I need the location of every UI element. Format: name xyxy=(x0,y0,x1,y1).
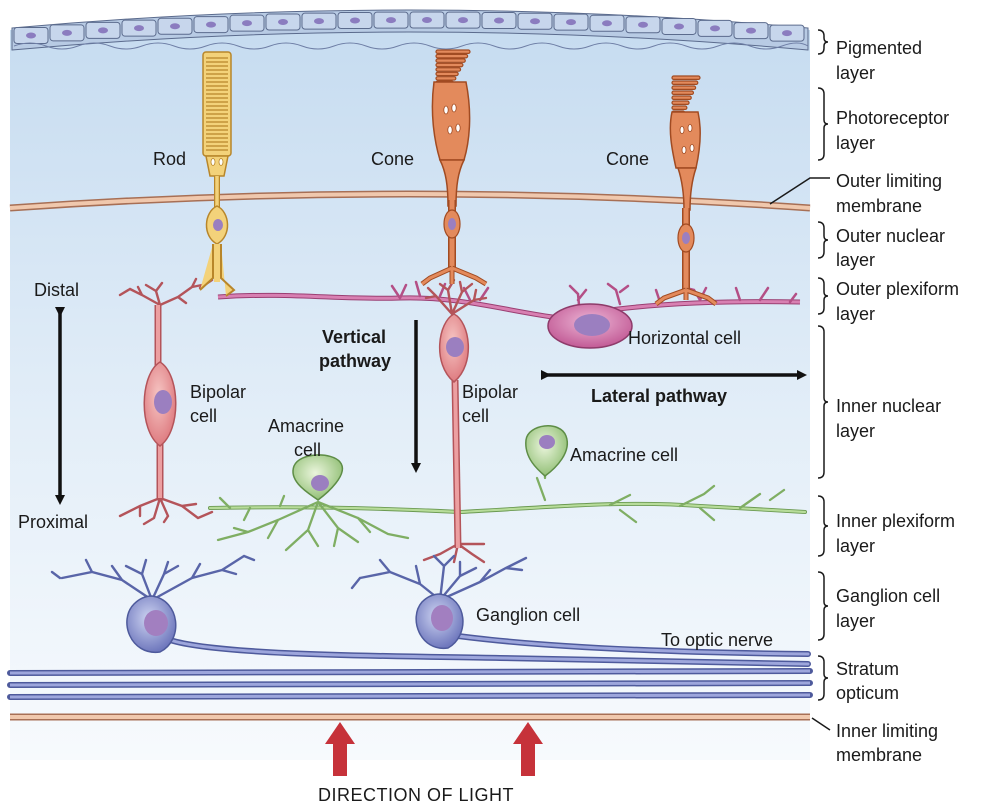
layer-ilm-1: Inner limiting xyxy=(836,721,938,741)
horizontal-cell xyxy=(217,280,801,349)
layer-pigmented-1: Pigmented xyxy=(836,38,922,58)
ganglion-cell-label: Ganglion cell xyxy=(476,605,580,625)
bipolar-cell-center xyxy=(422,278,488,564)
layer-pigmented-2: layer xyxy=(836,63,875,83)
layer-photoreceptor-2: layer xyxy=(836,133,875,153)
amacrine-left-label-1: Amacrine xyxy=(268,416,344,436)
amacrine-processes xyxy=(208,425,807,552)
light-arrows xyxy=(325,722,543,776)
lateral-pathway-label: Lateral pathway xyxy=(591,386,727,406)
direction-of-light-label: DIRECTION OF LIGHT xyxy=(318,785,514,804)
layer-inl-2: layer xyxy=(836,421,875,441)
horizontal-cell-label: Horizontal cell xyxy=(628,328,741,348)
layer-ipl-2: layer xyxy=(836,536,875,556)
layer-gcl-2: layer xyxy=(836,611,875,631)
pigmented-layer xyxy=(11,9,809,51)
bipolar-cell-left xyxy=(118,277,214,526)
rod-label: Rod xyxy=(153,149,186,169)
layer-gcl-1: Ganglion cell xyxy=(836,586,940,606)
layer-ilm-2: membrane xyxy=(836,745,922,765)
proximal-label: Proximal xyxy=(18,512,88,532)
ganglion-cells xyxy=(50,554,811,667)
cone-label-1: Cone xyxy=(371,149,414,169)
layer-braces xyxy=(769,29,831,731)
bipolar-center-label-1: Bipolar xyxy=(462,382,518,402)
layer-so-1: Stratum xyxy=(836,659,899,679)
bipolar-center-label-2: cell xyxy=(462,406,489,426)
distal-label: Distal xyxy=(34,280,79,300)
layer-so-2: opticum xyxy=(836,683,899,703)
layer-onl-1: Outer nuclear xyxy=(836,226,945,246)
layer-photoreceptor-1: Photoreceptor xyxy=(836,108,949,128)
layer-olm-2: membrane xyxy=(836,196,922,216)
cone-cell-1 xyxy=(420,49,488,287)
bipolar-left-label-2: cell xyxy=(190,406,217,426)
rod-cell xyxy=(199,51,236,297)
layer-ipl-1: Inner plexiform xyxy=(836,511,955,531)
layer-inl-1: Inner nuclear xyxy=(836,396,941,416)
amacrine-left-label-2: cell xyxy=(294,440,321,460)
layer-opl-1: Outer plexiform xyxy=(836,279,959,299)
layer-olm-1: Outer limiting xyxy=(836,171,942,191)
cone-label-2: Cone xyxy=(606,149,649,169)
cone-cell-2 xyxy=(654,75,718,306)
optic-nerve-label: To optic nerve xyxy=(661,630,773,650)
layer-opl-2: layer xyxy=(836,304,875,324)
bipolar-left-label-1: Bipolar xyxy=(190,382,246,402)
vertical-pathway-label-2: pathway xyxy=(319,351,391,371)
amacrine-right-label: Amacrine cell xyxy=(570,445,678,465)
layer-onl-2: layer xyxy=(836,250,875,270)
vertical-pathway-label-1: Vertical xyxy=(322,327,386,347)
